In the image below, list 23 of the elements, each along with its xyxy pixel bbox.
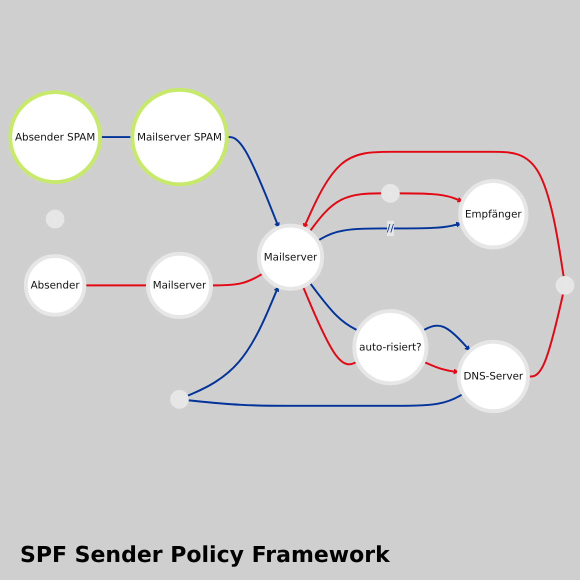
node-circle: [556, 276, 574, 294]
node-circle: [46, 209, 64, 228]
arrow: [423, 360, 460, 374]
connector: [100, 136, 132, 138]
connector: [211, 272, 264, 286]
diagram-title: SPF Sender Policy Framework: [20, 543, 390, 568]
arrow: [317, 221, 462, 242]
node-circle: Absender SPAM: [8, 90, 102, 184]
node-circle: Mailserver: [257, 223, 324, 290]
node-circle: Mailserver SPAM: [130, 87, 229, 186]
edge-label: //: [386, 222, 394, 234]
connector: [302, 285, 358, 365]
node-circle: [170, 390, 189, 408]
connector: [308, 281, 359, 332]
node-circle: [381, 184, 400, 202]
node-circle: Mailserver: [146, 251, 214, 318]
node-circle: Absender: [24, 254, 86, 316]
node-circle: DNS-Server: [456, 339, 530, 413]
arrow: [422, 324, 470, 351]
node-circle: Empfänger: [458, 178, 528, 249]
node-circle: auto-risiert?: [352, 308, 428, 385]
arrow: [226, 136, 280, 228]
connector: [84, 284, 148, 286]
